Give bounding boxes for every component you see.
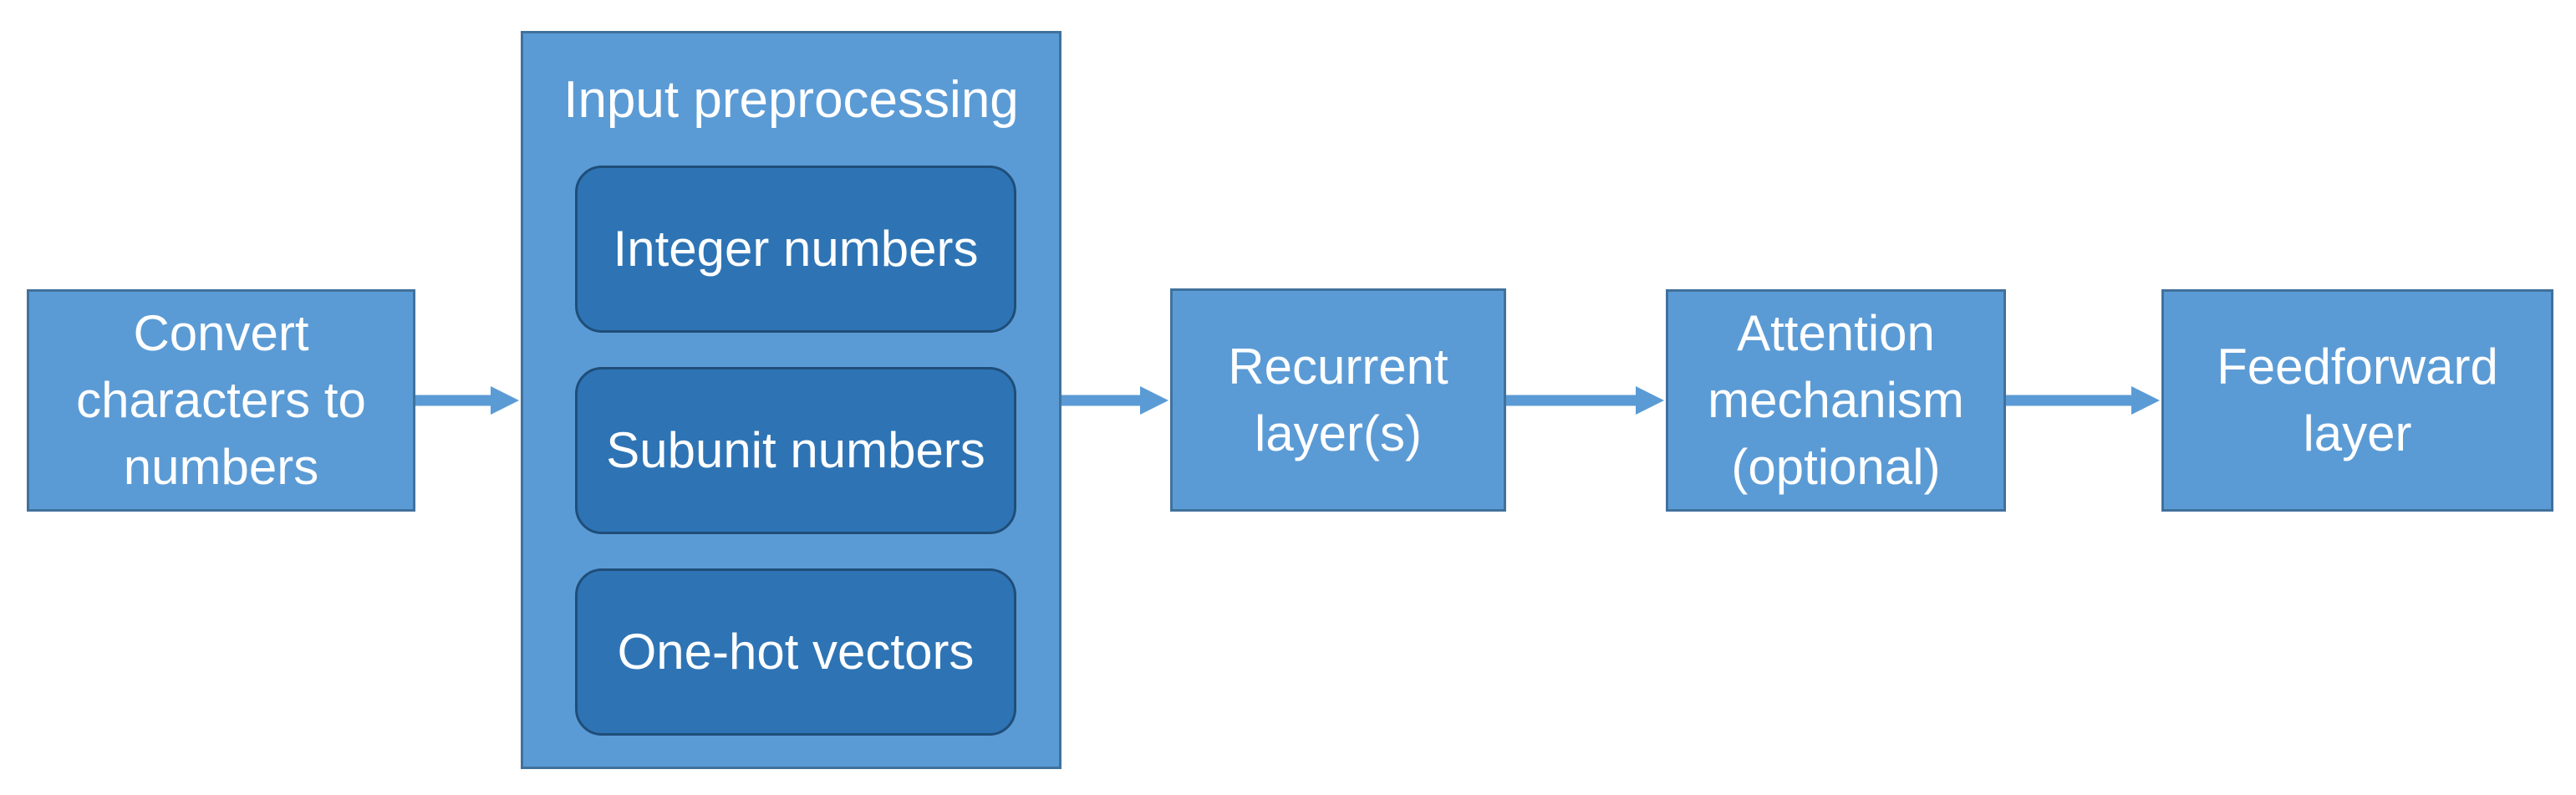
group-input-preprocessing: Input preprocessing Integer numbers Subu…	[521, 31, 1061, 769]
subnode-integer-numbers: Integer numbers	[575, 166, 1016, 333]
node-label: Attention mechanism (optional)	[1708, 305, 1964, 495]
node-label: Recurrent layer(s)	[1228, 338, 1448, 461]
subnode-subunit-numbers: Subunit numbers	[575, 367, 1016, 534]
node-recurrent-layers: Recurrent layer(s)	[1170, 288, 1506, 512]
arrow-recurrent-to-attention	[1506, 386, 1664, 415]
node-label: Convert characters to numbers	[76, 305, 366, 495]
arrow-preprocessing-to-recurrent	[1061, 386, 1168, 415]
subnode-label: Integer numbers	[613, 221, 979, 277]
node-attention-mechanism: Attention mechanism (optional)	[1666, 289, 2006, 512]
subnode-one-hot-vectors: One-hot vectors	[575, 568, 1016, 736]
node-feedforward-layer: Feedforward layer	[2161, 289, 2553, 512]
group-title: Input preprocessing	[563, 71, 1019, 129]
arrow-attention-to-feedforward	[2006, 386, 2160, 415]
subnode-label: Subunit numbers	[606, 422, 985, 478]
node-label: Feedforward layer	[2217, 339, 2498, 461]
subnode-label: One-hot vectors	[617, 624, 975, 680]
arrow-convert-to-preprocessing	[415, 386, 519, 415]
node-convert-characters-to-numbers: Convert characters to numbers	[27, 289, 415, 512]
